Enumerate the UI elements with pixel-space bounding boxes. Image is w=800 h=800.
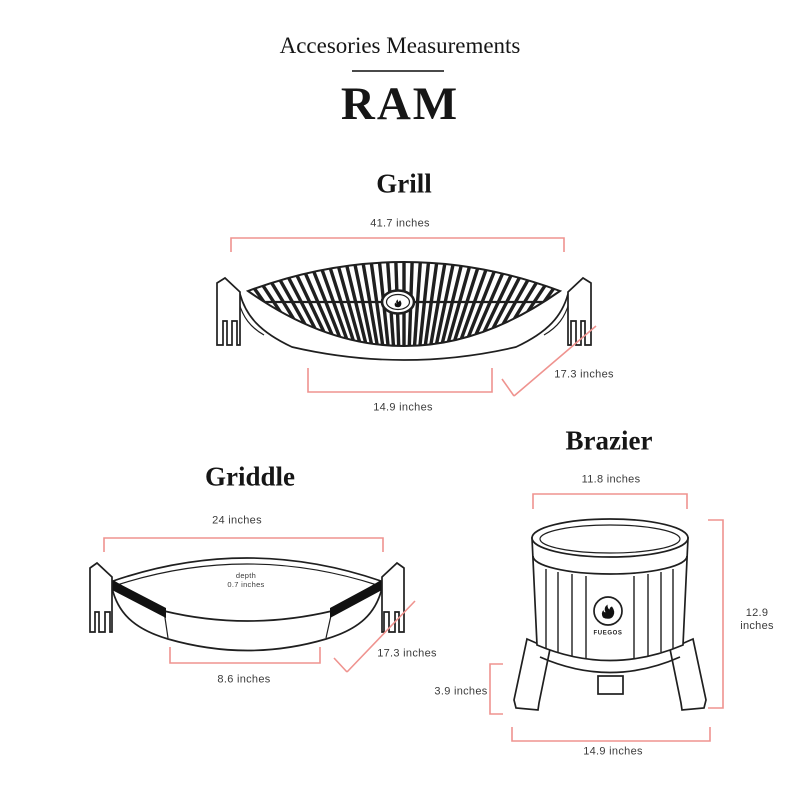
grill-side-depth-label: 17.3 inches [554, 368, 614, 381]
page-title: Accesories Measurements [279, 33, 521, 58]
griddle-depth-note-line2: 0.7 inches [227, 580, 265, 589]
brazier-top-dimension-line [532, 493, 688, 509]
brazier-drawing [513, 518, 707, 711]
brazier-bottom-dimension-line [511, 727, 711, 742]
griddle-title: Griddle [204, 461, 296, 492]
grill-top-width-label: 41.7 inches [370, 217, 430, 230]
dimension-lines [103, 237, 724, 742]
brazier-height-label: 12.9 inches [740, 607, 774, 633]
brazier-height-dimension-line [708, 519, 724, 709]
grill-drawing [216, 261, 592, 361]
brazier-logo-badge [593, 596, 623, 626]
grill-logo-badge [380, 289, 416, 315]
brazier-height-line1: 12.9 [745, 606, 769, 619]
grill-title: Grill [376, 168, 432, 199]
header-divider [352, 70, 444, 72]
grill-bottom-dimension-line [307, 368, 493, 393]
brazier-staves [545, 569, 674, 658]
grill-diagonal-dimension-line [501, 325, 597, 397]
griddle-bottom-dimension-line [169, 647, 321, 664]
griddle-depth-note-line1: depth [235, 571, 257, 580]
griddle-top-width-label: 24 inches [212, 514, 262, 527]
griddle-drawing [89, 557, 405, 652]
brazier-title: Brazier [565, 425, 653, 456]
product-name: RAM [340, 78, 460, 130]
brazier-top-width-label: 11.8 inches [581, 473, 641, 486]
griddle-depth-note: depth 0.7 inches [227, 571, 264, 589]
griddle-side-depth-label: 17.3 inches [377, 647, 437, 660]
griddle-diagonal-dimension-line [333, 600, 416, 673]
griddle-top-dimension-line [103, 537, 384, 552]
brazier-logo-text: FUEGOS [593, 630, 623, 637]
grill-top-dimension-line [230, 237, 565, 252]
brazier-height-line2: inches [740, 620, 774, 632]
grill-front-width-label: 14.9 inches [373, 401, 433, 414]
brazier-leg-dimension-line [489, 663, 503, 715]
brazier-leg-height-label: 3.9 inches [434, 685, 488, 698]
griddle-front-width-label: 8.6 inches [217, 673, 271, 686]
brazier-base-width-label: 14.9 inches [583, 745, 643, 758]
